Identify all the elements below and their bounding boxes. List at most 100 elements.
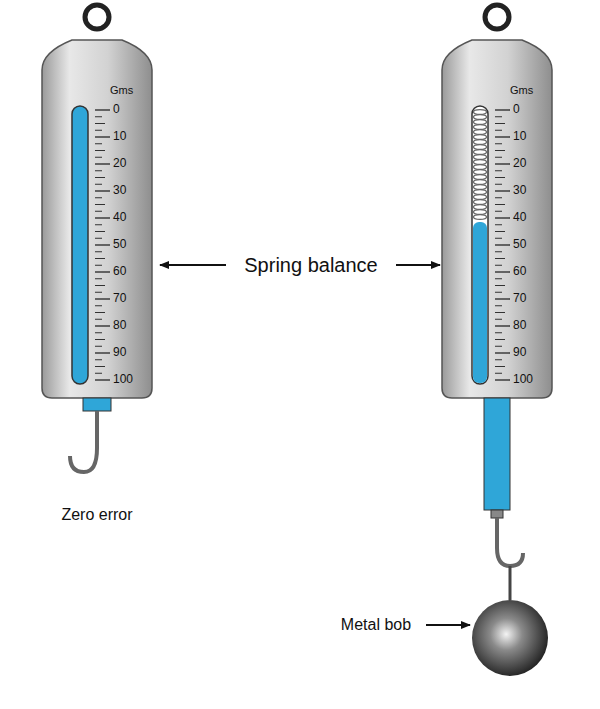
scale-tick [95,251,102,252]
scale-tick [95,190,110,191]
scale-number: 10 [513,130,526,143]
scale-tick [95,136,110,137]
balance-body [42,40,152,398]
scale-tick [495,197,502,198]
scale-tick [495,346,502,347]
scale-tick [95,332,102,333]
spring-turn [474,125,487,130]
scale-tick [495,136,510,137]
scale-tick [95,278,102,279]
scale-tick [95,197,102,198]
scale-tick [95,271,110,272]
scale-tick [95,170,102,171]
scale-tick [495,305,502,306]
scale-tick [495,238,502,239]
balance-body [442,40,552,398]
scale-tick [95,292,102,293]
scale-tick [495,292,502,293]
spring-turn [474,155,487,160]
scale-tick [495,130,502,131]
spring-turn [474,140,487,145]
extended-spring-fill [473,222,487,383]
scale-tube [72,106,88,384]
caption-label: Zero error [61,506,132,524]
part-label: Spring balance [244,254,377,276]
spring-turn [474,145,487,150]
scale-tick [495,352,510,353]
scale-tick [95,319,102,320]
unit-label: Gms [110,84,133,96]
leader-arrow [160,264,226,266]
scale-tick [95,312,105,313]
scale-tick [495,271,510,272]
scale-tick [495,163,510,164]
spring-turn [474,135,487,140]
scale-tick [95,285,105,286]
scale-tick [95,143,102,144]
scale-tick [495,379,510,380]
scale-number: 50 [113,238,126,251]
scale-number: 100 [513,373,533,386]
scale-tick [495,366,505,367]
scale-tick [95,116,102,117]
scale-tick [495,150,505,151]
scale-number: 60 [513,265,526,278]
scale-number: 20 [513,157,526,170]
scale-tick [495,298,510,299]
scale-tick [495,373,502,374]
scale-tick [495,224,502,225]
bob-thread [509,566,512,600]
unit-label: Gms [510,84,533,96]
scale-number: 90 [113,346,126,359]
scale-tick [495,359,502,360]
scale-tick [95,359,102,360]
scale-tick [95,346,102,347]
scale-number: 70 [113,292,126,305]
scale-tick [495,170,502,171]
spring-turn [474,170,487,175]
leader-arrow [426,624,470,626]
scale-tick [95,109,110,110]
scale-number: 100 [113,373,133,386]
scale-tick [95,325,110,326]
scale-tick [495,285,505,286]
scale-tick [495,143,502,144]
spring-turn [474,130,487,135]
scale-tick [95,373,102,374]
scale-tick [95,258,105,259]
scale-tick [495,231,505,232]
scale-tick [95,123,105,124]
scale-tick [495,211,502,212]
leader-arrow [396,264,440,266]
scale-tick [95,157,102,158]
scale-tick [495,312,505,313]
scale-tick [495,278,502,279]
hook [497,518,523,566]
hanging-ring [85,5,109,29]
bottom-cap [83,398,111,411]
pull-rod [484,398,510,510]
scale-number: 0 [113,103,120,116]
spring-turn [474,190,487,195]
scale-number: 80 [513,319,526,332]
scale-tick [95,224,102,225]
scale-tick [495,251,502,252]
scale-tube [472,106,488,384]
scale-tick [95,366,105,367]
scale-number: 0 [513,103,520,116]
scale-tick [95,163,110,164]
scale-tick [495,184,502,185]
spring-coil [474,110,487,220]
scale-tick [95,177,105,178]
spring-turn [474,180,487,185]
scale-tick [95,150,105,151]
scale-tick [495,157,502,158]
scale-tick [495,204,505,205]
spring-turn [474,200,487,205]
scale-number: 30 [113,184,126,197]
spring-turn [474,210,487,215]
spring-turn [474,175,487,180]
scale-tick [495,109,510,110]
scale-number: 20 [113,157,126,170]
scale-tick [495,265,502,266]
